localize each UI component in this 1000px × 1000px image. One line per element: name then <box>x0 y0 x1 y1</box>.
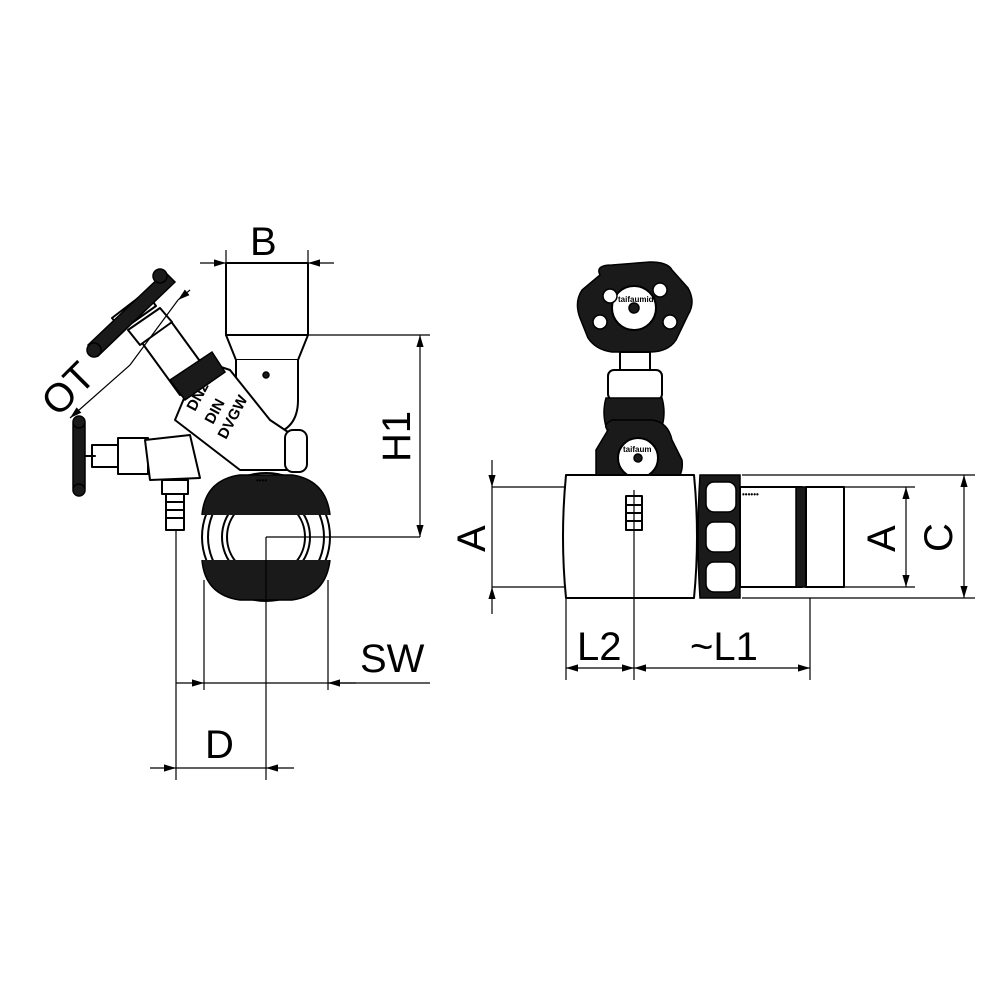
handwheel-text: taifaumidi <box>618 295 656 304</box>
label-l2: L2 <box>577 625 622 669</box>
label-l1: ~L1 <box>690 625 758 669</box>
dimension-l1: ~L1 <box>634 625 810 672</box>
dimension-b: B <box>200 220 334 275</box>
front-view: taifaumidi taifaum <box>450 261 975 680</box>
handwheel-front: taifaumidi <box>576 261 693 353</box>
top-press-connection <box>225 262 309 436</box>
label-a-right: A <box>860 525 904 552</box>
hose-tail-left <box>161 479 189 531</box>
press-sleeve: •••••• <box>739 486 845 588</box>
label-h1: H1 <box>375 411 419 462</box>
drain-valve-side <box>72 415 201 497</box>
label-c: C <box>917 523 961 552</box>
dimension-c: C <box>742 474 975 599</box>
sleeve-marking: •••••• <box>742 490 759 499</box>
label-d: D <box>205 723 234 767</box>
dimension-sw: SW <box>176 637 430 687</box>
label-a-left: A <box>450 525 494 552</box>
dimension-h1: H1 <box>308 334 430 537</box>
side-view: DN25 DIN DVGW OT <box>33 220 430 780</box>
handwheel-side <box>86 268 177 358</box>
label-ot: OT <box>33 354 103 424</box>
face-marking: •••• <box>256 476 267 485</box>
center-lines-left <box>175 530 420 780</box>
dimension-a-left: A <box>450 460 566 614</box>
dimension-a-right: A <box>844 486 915 588</box>
valve-body: DN25 DIN DVGW <box>174 359 308 473</box>
dimension-d: D <box>150 723 294 772</box>
label-sw: SW <box>360 637 425 681</box>
pipe-body <box>562 474 698 599</box>
dimension-l2: L2 <box>566 625 634 672</box>
union-nut-side <box>697 474 741 599</box>
label-b: B <box>250 220 277 264</box>
drain-wheel-text: taifaum <box>623 445 651 454</box>
